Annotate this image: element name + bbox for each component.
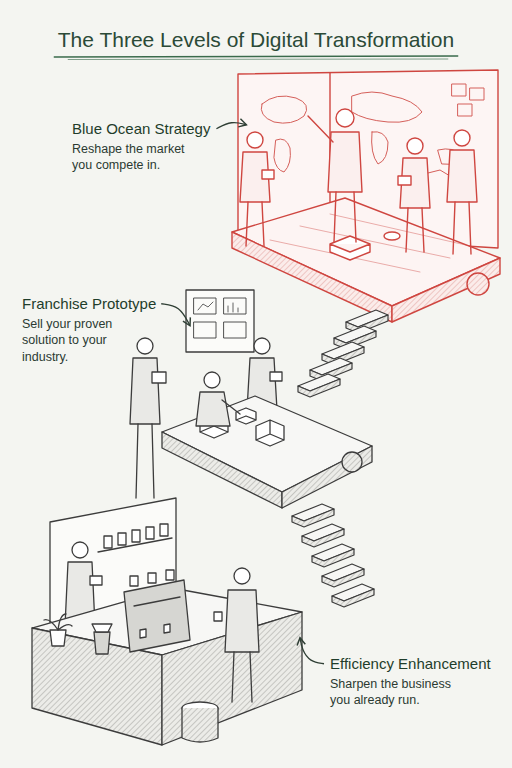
label-group: Sell your proven solution to your indust… bbox=[22, 316, 132, 365]
strategy-room bbox=[232, 70, 500, 322]
stairs bbox=[332, 589, 374, 607]
coffee-counter bbox=[94, 632, 110, 654]
strategy-room bbox=[328, 132, 362, 192]
stairs bbox=[322, 569, 364, 587]
title-group: The Three Levels of Digital Transformati… bbox=[0, 28, 512, 52]
strategy-room bbox=[336, 109, 354, 127]
title-underline bbox=[68, 59, 448, 61]
franchise-table bbox=[196, 392, 230, 426]
stairs bbox=[298, 310, 388, 397]
strategy-room bbox=[352, 92, 422, 122]
level-heading: Blue Ocean Strategy bbox=[72, 119, 210, 139]
strategy-room bbox=[247, 132, 263, 148]
coffee-counter bbox=[118, 533, 126, 545]
franchise-table bbox=[204, 372, 220, 388]
title-underline bbox=[54, 56, 458, 60]
strategy-room bbox=[392, 258, 500, 322]
strategy-room bbox=[262, 170, 274, 179]
franchise-table bbox=[130, 290, 372, 508]
stairs bbox=[298, 379, 340, 397]
franchise-table bbox=[224, 298, 246, 314]
coffee-counter bbox=[132, 530, 140, 542]
strategy-room bbox=[453, 202, 471, 254]
coffee-counter bbox=[214, 612, 222, 621]
strategy-room bbox=[407, 138, 423, 154]
coffee-counter bbox=[148, 573, 156, 583]
strategy-room bbox=[454, 130, 470, 146]
franchise-table bbox=[194, 322, 216, 338]
coffee-counter bbox=[92, 624, 112, 632]
franchise-table bbox=[136, 424, 154, 498]
leader-arrow bbox=[300, 638, 324, 664]
franchise-table bbox=[198, 302, 238, 312]
franchise-table bbox=[130, 358, 160, 424]
strategy-room bbox=[330, 236, 370, 260]
coffee-counter bbox=[124, 580, 190, 652]
franchise-table bbox=[186, 290, 254, 352]
label-group: Franchise Prototype bbox=[22, 294, 156, 314]
coffee-counter bbox=[44, 614, 72, 630]
coffee-counter bbox=[160, 524, 168, 536]
label-group: Blue Ocean Strategy bbox=[72, 119, 210, 139]
strategy-room bbox=[406, 208, 424, 252]
leader-arrow bbox=[161, 304, 190, 326]
level-description: Reshape the market you compete in. bbox=[72, 141, 207, 174]
strategy-room bbox=[232, 232, 392, 322]
stairs bbox=[292, 509, 334, 527]
strategy-room bbox=[308, 116, 356, 242]
strategy-room bbox=[447, 150, 477, 202]
stairs bbox=[302, 529, 344, 547]
strategy-room bbox=[458, 104, 472, 116]
franchise-table bbox=[342, 452, 362, 472]
strategy-room bbox=[246, 202, 264, 246]
franchise-table bbox=[282, 446, 372, 508]
strategy-room bbox=[274, 139, 290, 172]
stairs bbox=[292, 504, 374, 607]
label-group: Reshape the market you compete in. bbox=[72, 141, 207, 174]
strategy-room bbox=[384, 232, 400, 240]
coffee-counter bbox=[32, 498, 302, 745]
franchise-table bbox=[152, 372, 166, 383]
coffee-counter bbox=[50, 630, 66, 646]
level-heading: Franchise Prototype bbox=[22, 294, 156, 314]
coffee-counter bbox=[234, 568, 250, 584]
franchise-table bbox=[236, 408, 256, 424]
level-heading: Efficiency Enhancement bbox=[330, 654, 491, 674]
franchise-table bbox=[224, 322, 246, 338]
coffee-counter bbox=[225, 590, 259, 652]
label-group: Efficiency Enhancement bbox=[330, 654, 491, 674]
strategy-room bbox=[467, 273, 489, 295]
coffee-counter bbox=[72, 542, 88, 558]
coffee-counter bbox=[146, 527, 154, 539]
level-description: Sell your proven solution to your indust… bbox=[22, 316, 132, 365]
diagram-title: The Three Levels of Digital Transformati… bbox=[58, 28, 454, 52]
strategy-room bbox=[270, 214, 470, 272]
leader-arrow bbox=[216, 123, 246, 129]
strategy-room bbox=[398, 176, 411, 185]
coffee-counter bbox=[134, 597, 180, 638]
level-description: Sharpen the business you already run. bbox=[330, 676, 470, 709]
coffee-counter bbox=[104, 536, 112, 548]
coffee-counter bbox=[90, 576, 102, 585]
title-underline bbox=[54, 56, 458, 57]
coffee-counter bbox=[166, 570, 174, 580]
strategy-room bbox=[261, 96, 306, 123]
coffee-counter bbox=[182, 708, 218, 742]
leader-arrows bbox=[161, 123, 324, 664]
franchise-table bbox=[194, 298, 216, 314]
franchise-table bbox=[137, 338, 153, 354]
franchise-table bbox=[270, 372, 282, 381]
label-group: Sharpen the business you already run. bbox=[330, 676, 470, 709]
strategy-room bbox=[470, 88, 484, 100]
franchise-table bbox=[222, 400, 240, 414]
strategy-room bbox=[452, 84, 466, 96]
coffee-counter bbox=[130, 576, 138, 586]
franchise-table bbox=[256, 420, 284, 446]
stairs bbox=[312, 549, 354, 567]
strategy-room bbox=[372, 132, 388, 164]
coffee-counter bbox=[232, 652, 252, 702]
franchise-table bbox=[254, 338, 270, 354]
